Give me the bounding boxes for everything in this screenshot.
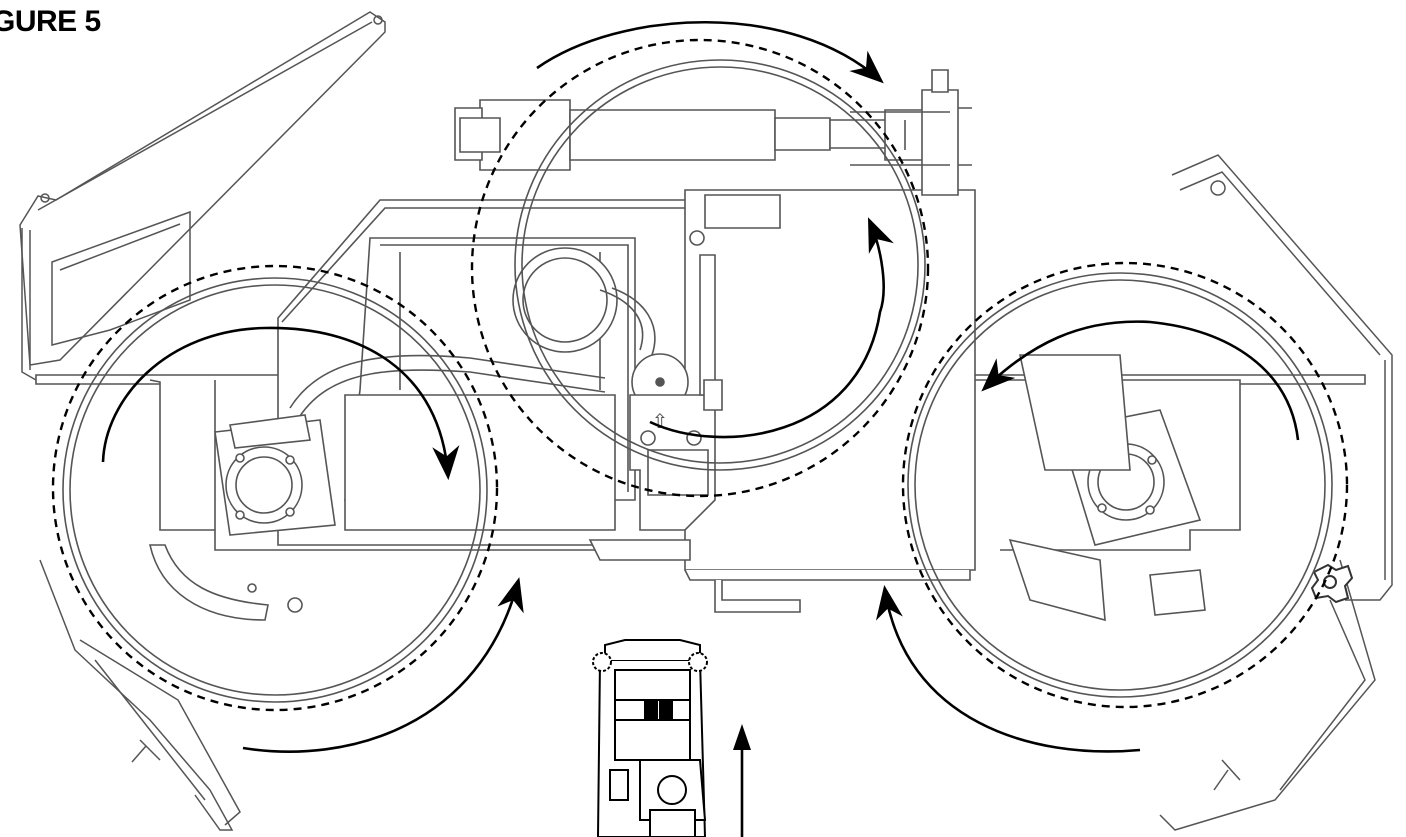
tank-block — [344, 237, 636, 531]
center-brush — [514, 59, 926, 471]
right-brush-dashed-circle — [901, 261, 1349, 709]
rotation-arrows — [101, 20, 1300, 753]
right-side-panel — [1159, 154, 1393, 831]
left-brush-dashed-circle — [51, 264, 499, 712]
left-side-panel — [19, 11, 386, 381]
left-lower-blade — [39, 559, 241, 831]
center-brush-inner-arrow — [649, 217, 894, 439]
water-hose — [289, 287, 656, 417]
left-brush-rotation-arrow — [101, 326, 460, 481]
hydraulic-cylinder — [454, 69, 972, 196]
right-brush-rotation-arrow — [981, 320, 1300, 441]
left-gearbox — [214, 414, 336, 536]
travel-direction-arrow — [733, 724, 751, 837]
right-gearbox — [1008, 354, 1206, 622]
right-brush-lower-arrow — [875, 584, 1141, 753]
brush-sweep-circles — [51, 38, 1349, 712]
left-brush-lower-arrow — [242, 577, 524, 753]
sweeper-machine-icon — [592, 639, 708, 837]
figure-title: GURE 5 — [0, 5, 101, 38]
left-brush — [62, 277, 488, 703]
center-brush-top-arrow — [536, 20, 884, 84]
center-brush-dashed-circle — [470, 38, 930, 498]
